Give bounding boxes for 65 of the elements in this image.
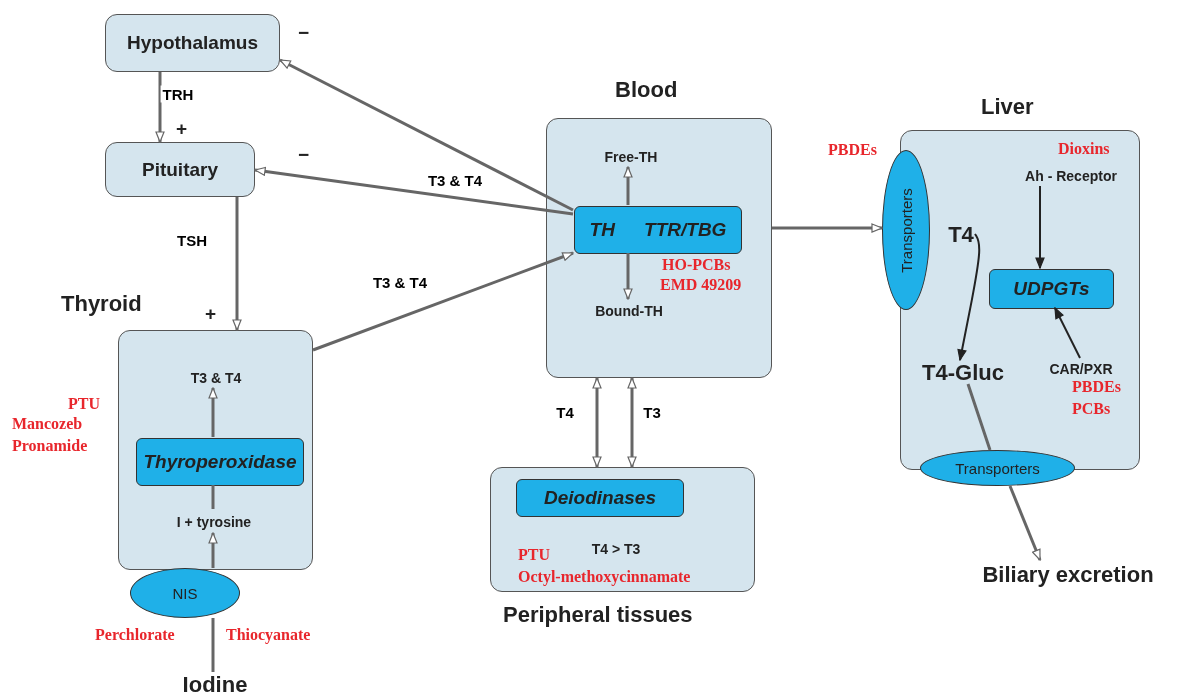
node-label: T4 bbox=[946, 223, 976, 247]
arrow bbox=[623, 166, 633, 205]
box-label: TTR/TBG bbox=[644, 219, 727, 241]
arrow bbox=[772, 223, 883, 233]
arrow bbox=[208, 387, 218, 437]
node-label: T4-Gluc bbox=[923, 361, 1003, 385]
node-label: I + tyrosine bbox=[159, 510, 269, 534]
arrow bbox=[1054, 307, 1081, 359]
node-label: T3 & T4 bbox=[171, 367, 261, 389]
protein-box bbox=[516, 479, 684, 517]
node-label: Iodine bbox=[160, 672, 270, 697]
box-label: Deiodinases bbox=[544, 487, 656, 509]
compound-label: PTU bbox=[68, 395, 100, 413]
arrow bbox=[254, 166, 574, 216]
arrow bbox=[627, 377, 637, 468]
box-heading: Liver bbox=[981, 94, 1034, 120]
box-heading: Blood bbox=[615, 77, 678, 103]
compound-label: PBDEs bbox=[1072, 378, 1121, 396]
compound-label: Dioxins bbox=[1058, 140, 1110, 158]
sign-label: + bbox=[176, 118, 188, 140]
arrow bbox=[623, 253, 633, 300]
arrow bbox=[1035, 185, 1045, 269]
node-label: Ah - Receptor bbox=[1006, 165, 1136, 187]
compound-label: Pronamide bbox=[12, 437, 88, 455]
node-label: Free-TH bbox=[591, 146, 671, 168]
sign-label: − bbox=[298, 144, 310, 166]
box-label: NIS bbox=[172, 584, 198, 602]
compound-label: Octyl-methoxycinnamate bbox=[518, 568, 691, 586]
compound-label: PTU bbox=[518, 546, 550, 564]
sign-label: + bbox=[205, 303, 217, 325]
compound-label: EMD 49209 bbox=[660, 276, 742, 294]
protein-box bbox=[136, 438, 304, 486]
box-label: UDPGTs bbox=[1013, 278, 1090, 300]
arrow bbox=[155, 72, 165, 143]
arrow bbox=[592, 377, 602, 468]
sign-label: − bbox=[298, 22, 310, 44]
compound-label: HO-PCBs bbox=[662, 256, 731, 274]
box-heading: Peripheral tissues bbox=[503, 602, 693, 628]
box-label: Transporters bbox=[955, 459, 1040, 477]
arrow bbox=[232, 197, 242, 331]
arrow bbox=[1008, 485, 1042, 561]
node-label: T4 > T3 bbox=[576, 539, 656, 559]
compound-label: Thiocyanate bbox=[226, 626, 311, 644]
box-label: Transporters bbox=[897, 187, 915, 273]
node-label: CAR/PXR bbox=[1041, 359, 1121, 379]
arrow bbox=[312, 251, 574, 352]
box-heading: Thyroid bbox=[61, 291, 142, 317]
arrow bbox=[957, 233, 981, 361]
organ-box bbox=[105, 14, 280, 72]
compound-label: Perchlorate bbox=[95, 626, 175, 644]
protein-box bbox=[574, 206, 742, 254]
arrow bbox=[279, 58, 574, 212]
organ-box bbox=[105, 142, 255, 197]
compound-label: Mancozeb bbox=[12, 415, 83, 433]
protein-box bbox=[989, 269, 1114, 309]
compound-label: PBDEs bbox=[828, 141, 877, 159]
box-label: Thyroperoxidase bbox=[143, 451, 297, 473]
node-label: Biliary excretion bbox=[958, 560, 1178, 590]
box-label: Pituitary bbox=[142, 158, 218, 181]
node-label: Bound-TH bbox=[581, 300, 677, 322]
box-label: Hypothalamus bbox=[127, 32, 258, 54]
edge-label: TRH bbox=[160, 85, 196, 103]
box-label: TH bbox=[589, 219, 615, 241]
arrow bbox=[208, 532, 218, 568]
compound-label: PCBs bbox=[1072, 400, 1111, 418]
